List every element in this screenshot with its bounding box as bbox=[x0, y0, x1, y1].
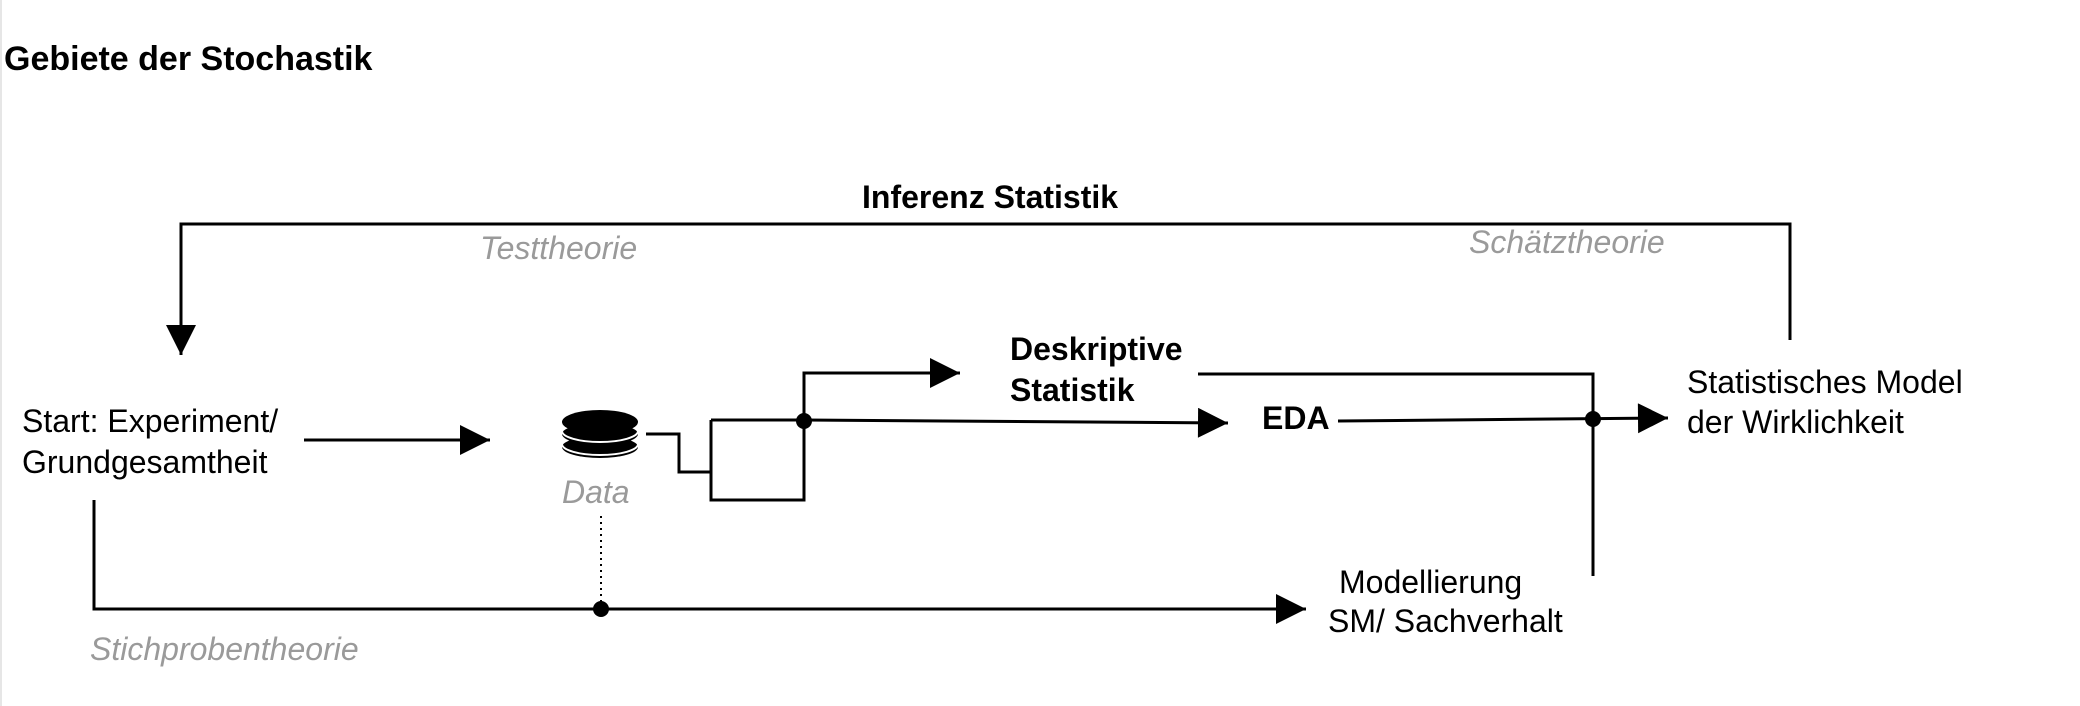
deskriptive-label-line2: Statistik bbox=[1010, 372, 1135, 408]
inferenz-statistik-label: Inferenz Statistik bbox=[862, 179, 1118, 215]
model-label-line1: Statistisches Model bbox=[1687, 364, 1963, 400]
modellierung-label-line1: Modellierung bbox=[1339, 564, 1522, 600]
stichprobe-line bbox=[92, 500, 1306, 624]
database-icon bbox=[561, 410, 639, 458]
model-junction-dot bbox=[1585, 411, 1601, 427]
model-label-line2: der Wirklichkeit bbox=[1687, 404, 1904, 440]
modellierung-label-line2: SM/ Sachverhalt bbox=[1328, 603, 1563, 639]
data-connector-line bbox=[646, 432, 711, 474]
inferenz-loop-line bbox=[166, 222, 1792, 355]
eda-to-model-arrow bbox=[1337, 403, 1669, 434]
page-left-border bbox=[0, 0, 2, 706]
branch-box-line bbox=[709, 358, 960, 502]
page-title: Gebiete der Stochastik bbox=[4, 40, 373, 78]
stichprobe-junction-dot bbox=[593, 601, 609, 617]
schaetztheorie-label: Schätztheorie bbox=[1469, 224, 1665, 260]
data-label: Data bbox=[562, 474, 630, 510]
branch-junction-dot bbox=[796, 413, 812, 429]
to-eda-arrow bbox=[711, 407, 1229, 438]
start-label-line2: Grundgesamtheit bbox=[22, 444, 268, 480]
stichprobentheorie-label: Stichprobentheorie bbox=[90, 631, 359, 667]
deskriptive-to-model-line bbox=[1198, 372, 1595, 576]
eda-label: EDA bbox=[1262, 400, 1330, 436]
testtheorie-label: Testtheorie bbox=[480, 230, 637, 266]
deskriptive-label-line1: Deskriptive bbox=[1010, 331, 1183, 367]
start-label-line1: Start: Experiment/ bbox=[22, 403, 278, 439]
